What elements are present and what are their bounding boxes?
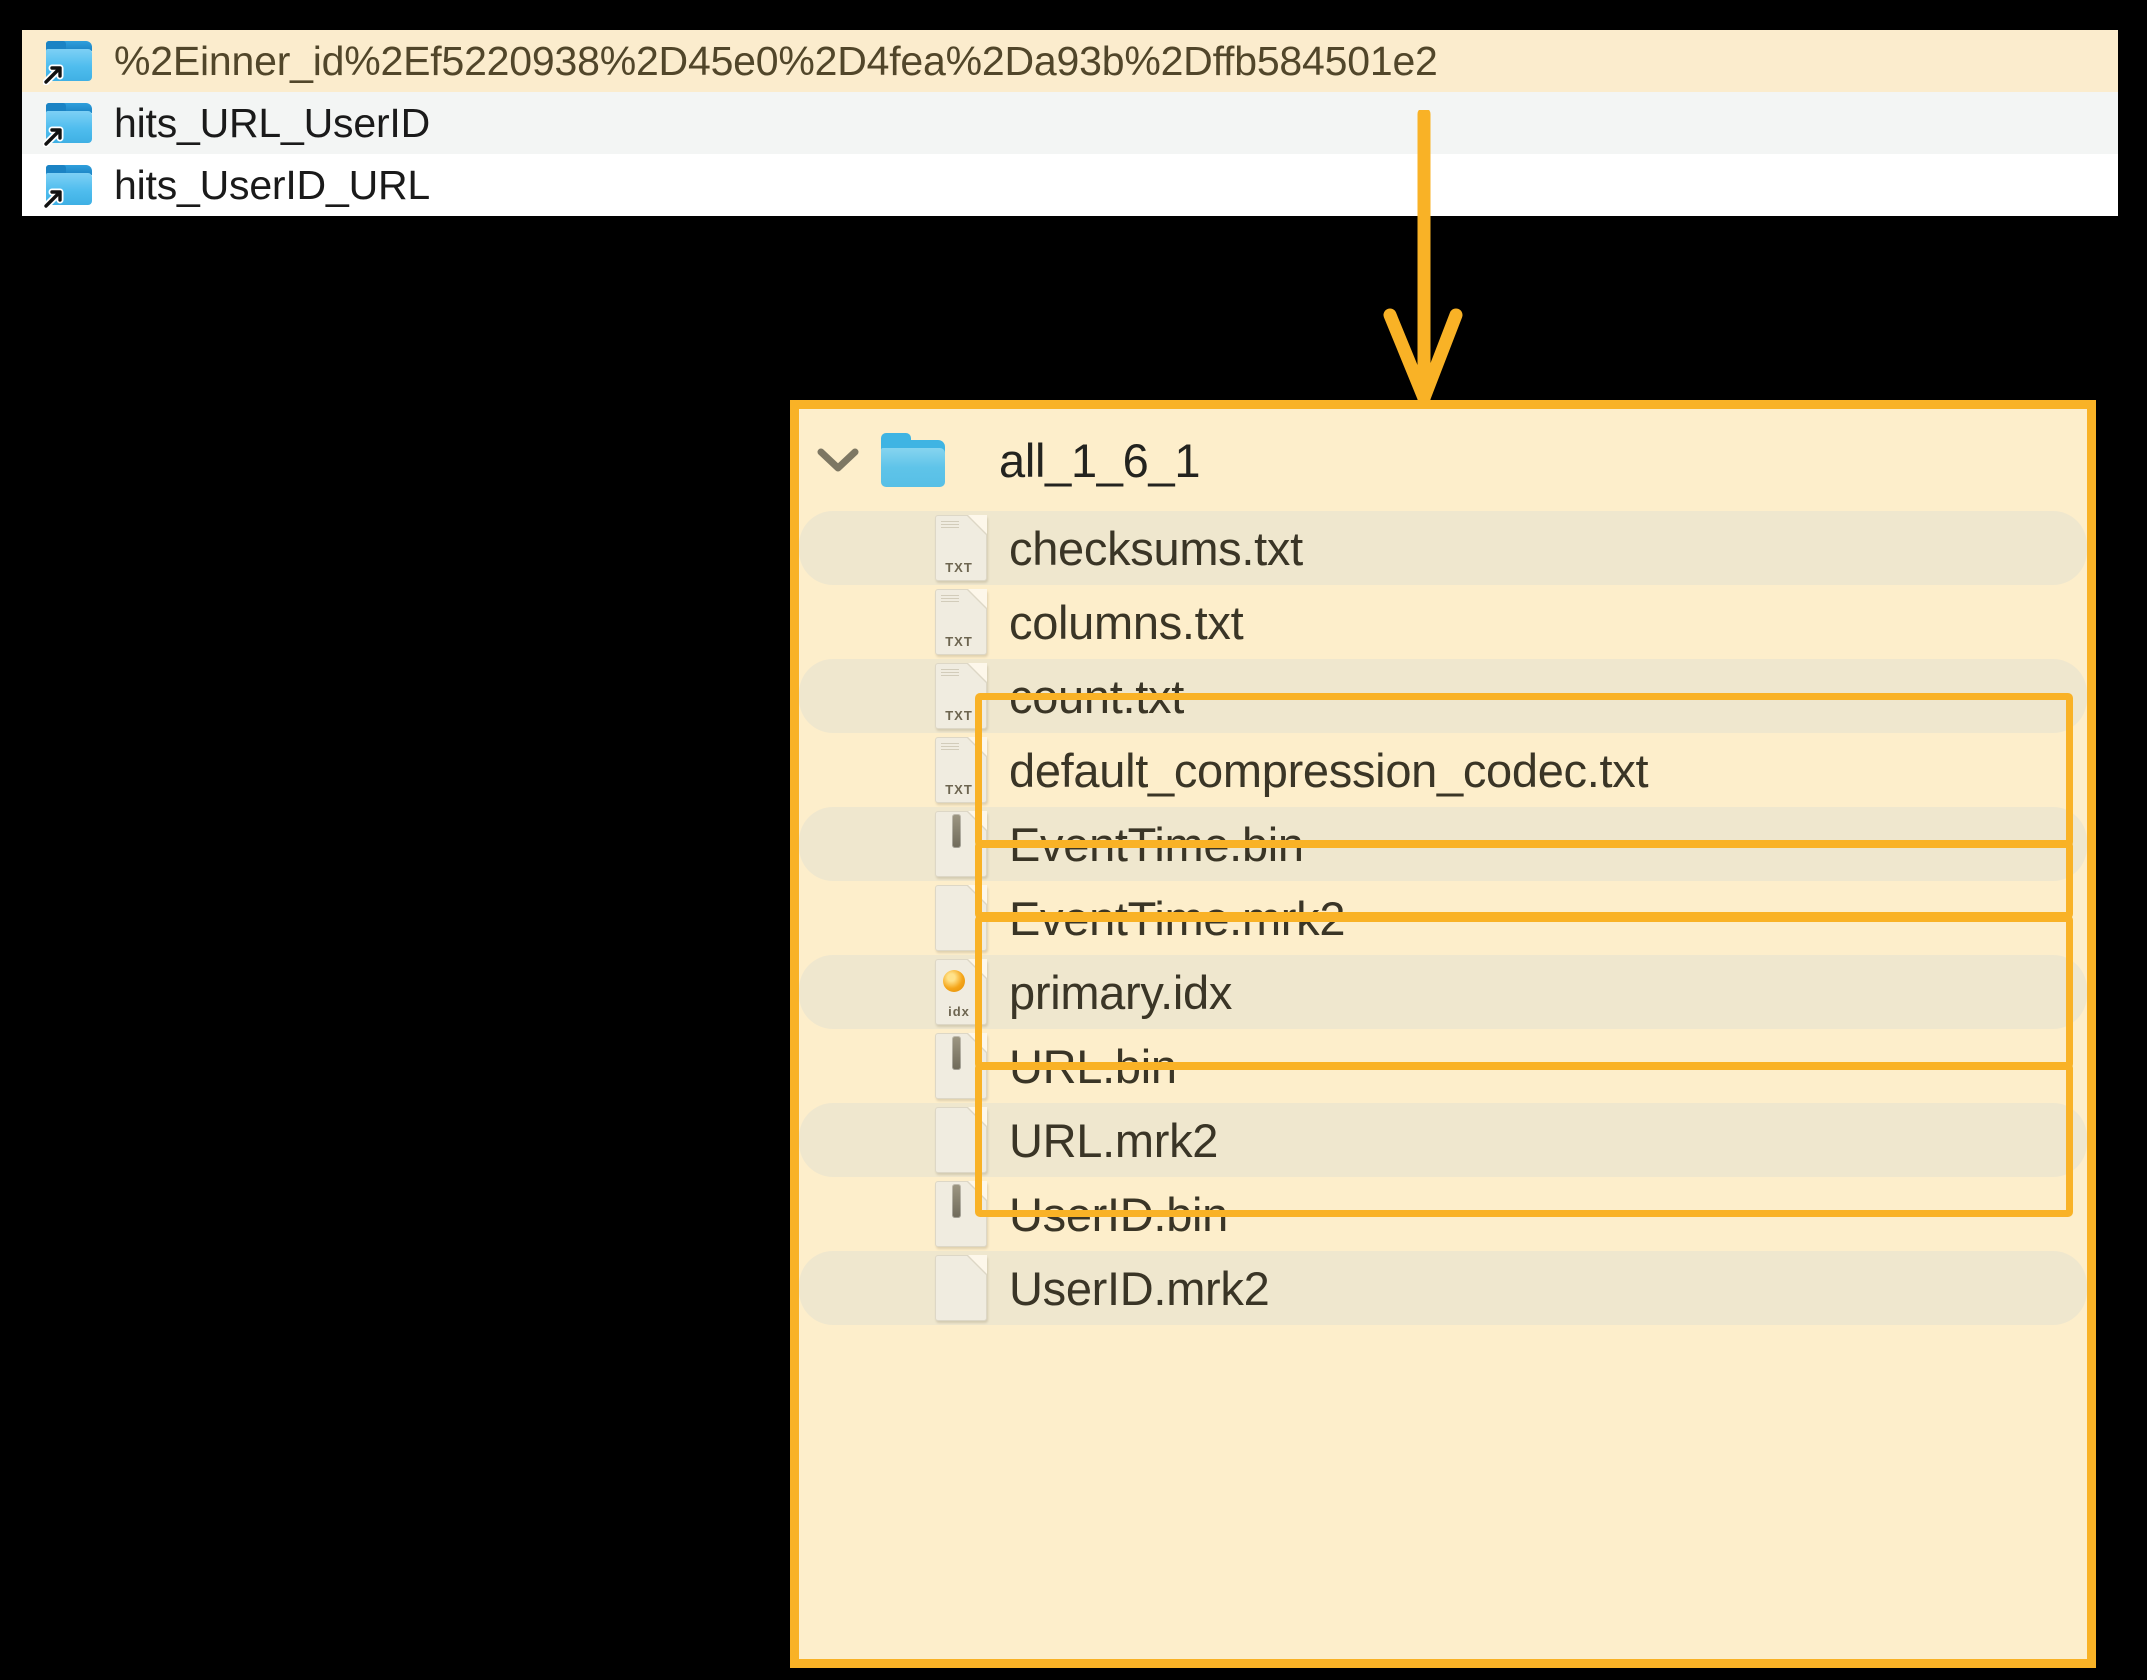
- shortcut-arrow-overlay-icon: [43, 64, 64, 85]
- list-item[interactable]: TXT columns.txt: [799, 585, 2087, 659]
- txt-file-icon: TXT: [935, 737, 987, 803]
- list-item-label: default_compression_codec.txt: [1009, 743, 1649, 797]
- list-item-label: %2Einner_id%2Ef5220938%2D45e0%2D4fea%2Da…: [114, 37, 1438, 84]
- chevron-down-icon[interactable]: [799, 445, 877, 475]
- file-ext-tag: TXT: [945, 782, 973, 797]
- file-ext-tag: TXT: [945, 560, 973, 575]
- idx-file-icon: idx: [935, 959, 987, 1025]
- blank-file-icon: [935, 1107, 987, 1173]
- list-item[interactable]: UserID.mrk2: [799, 1251, 2087, 1325]
- folder-shortcut-icon: [43, 165, 92, 209]
- list-item[interactable]: %2Einner_id%2Ef5220938%2D45e0%2D4fea%2Da…: [22, 30, 2118, 92]
- list-item[interactable]: URL.bin: [799, 1029, 2087, 1103]
- symlink-list-panel: %2Einner_id%2Ef5220938%2D45e0%2D4fea%2Da…: [22, 30, 2118, 216]
- list-item-label: hits_UserID_URL: [114, 161, 430, 208]
- tree-root-label: all_1_6_1: [999, 433, 1201, 487]
- file-ext-tag: TXT: [945, 634, 973, 649]
- folder-shortcut-icon: [43, 103, 92, 147]
- blank-file-icon: [935, 885, 987, 951]
- blank-file-icon: [935, 1255, 987, 1321]
- list-item-label: URL.mrk2: [1009, 1113, 1219, 1167]
- list-item-label: EventTime.bin: [1009, 817, 1304, 871]
- txt-file-icon: TXT: [935, 515, 987, 581]
- list-item-label: columns.txt: [1009, 595, 1244, 649]
- list-item[interactable]: UserID.bin: [799, 1177, 2087, 1251]
- list-item-label: checksums.txt: [1009, 521, 1303, 575]
- list-item[interactable]: TXT count.txt: [799, 659, 2087, 733]
- list-item[interactable]: URL.mrk2: [799, 1103, 2087, 1177]
- list-item-label: primary.idx: [1009, 965, 1233, 1019]
- list-item-label: UserID.bin: [1009, 1187, 1229, 1241]
- list-item[interactable]: idx primary.idx: [799, 955, 2087, 1029]
- list-item-label: hits_URL_UserID: [114, 99, 430, 146]
- list-item-label: EventTime.mrk2: [1009, 891, 1346, 945]
- list-item-label: URL.bin: [1009, 1039, 1177, 1093]
- directory-listing-panel: all_1_6_1 TXT checksums.txt TXT columns.…: [790, 400, 2096, 1668]
- txt-file-icon: TXT: [935, 589, 987, 655]
- list-item-label: count.txt: [1009, 669, 1184, 723]
- folder-icon: [881, 433, 945, 487]
- shortcut-arrow-overlay-icon: [43, 188, 64, 209]
- list-item[interactable]: EventTime.bin: [799, 807, 2087, 881]
- file-ext-tag: idx: [948, 1004, 970, 1019]
- bin-file-icon: [935, 811, 987, 877]
- folder-shortcut-icon: [43, 41, 92, 85]
- bin-file-icon: [935, 1181, 987, 1247]
- shortcut-arrow-overlay-icon: [43, 126, 64, 147]
- list-item[interactable]: TXT checksums.txt: [799, 511, 2087, 585]
- txt-file-icon: TXT: [935, 663, 987, 729]
- list-item[interactable]: TXT default_compression_codec.txt: [799, 733, 2087, 807]
- list-item[interactable]: hits_UserID_URL: [22, 154, 2118, 216]
- list-item-label: UserID.mrk2: [1009, 1261, 1270, 1315]
- list-item[interactable]: EventTime.mrk2: [799, 881, 2087, 955]
- list-item[interactable]: hits_URL_UserID: [22, 92, 2118, 154]
- tree-root-row[interactable]: all_1_6_1: [799, 409, 2087, 511]
- bin-file-icon: [935, 1033, 987, 1099]
- file-ext-tag: TXT: [945, 708, 973, 723]
